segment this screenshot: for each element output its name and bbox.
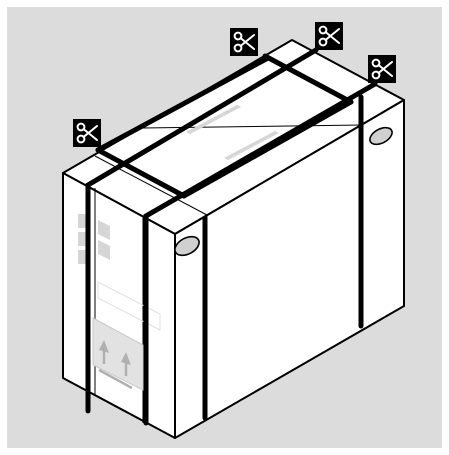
end-face-print (78, 214, 161, 331)
fragile-print-icon (186, 105, 279, 160)
front-left-strap (85, 47, 319, 414)
top-cross-strap-b (262, 53, 354, 105)
scissors-icon (72, 118, 102, 148)
scissors-icon (314, 21, 344, 51)
box-side-face (174, 99, 405, 439)
this-side-up-arrows-icon (92, 317, 144, 391)
hand-hole-icon (174, 235, 200, 257)
hand-hole-icon (369, 126, 393, 146)
scissors-icon (367, 54, 397, 84)
top-cross-strap-a (95, 147, 187, 199)
scissors-icon (229, 27, 259, 57)
front-right-strap (143, 81, 378, 426)
top-long-straps (95, 55, 354, 199)
straps (85, 47, 378, 426)
